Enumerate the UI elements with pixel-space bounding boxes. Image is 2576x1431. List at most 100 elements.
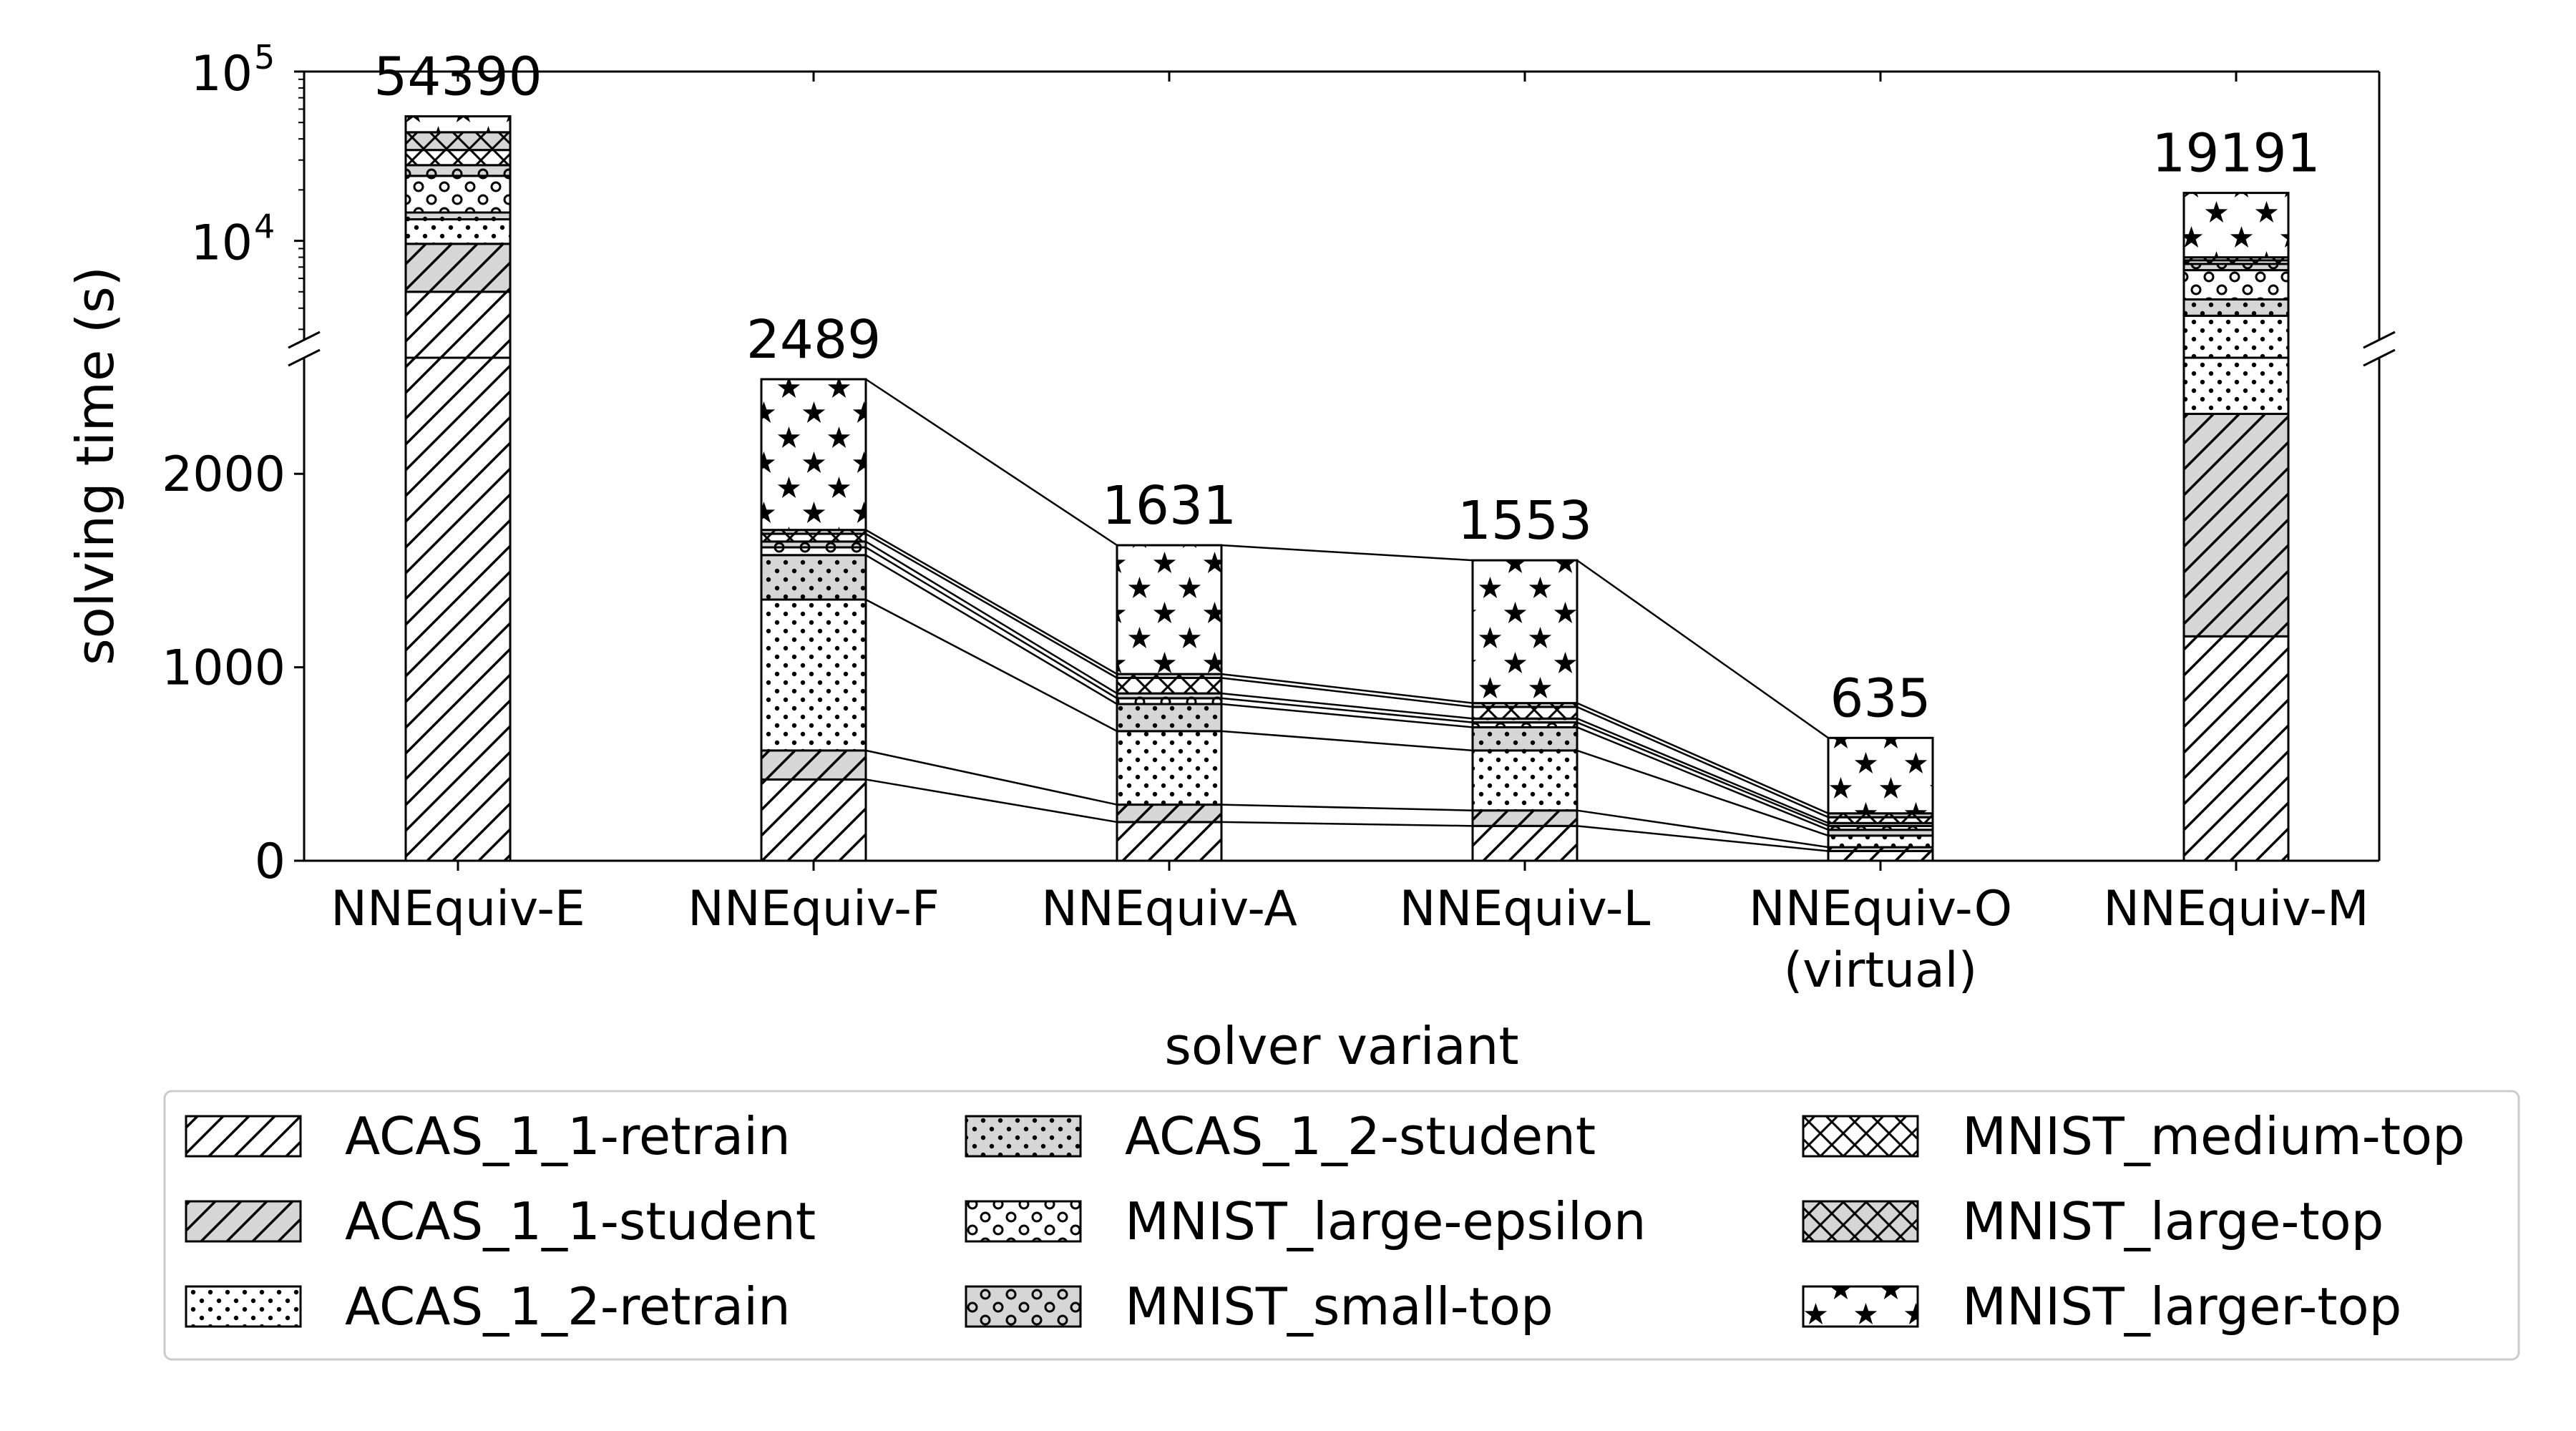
bar-total-label: 2489 [746,309,881,371]
stacked-bars [404,115,2290,862]
bar-segment-acas-1-1-retrain-hatch [760,778,867,862]
legend-label: MNIST_large-top [1962,1191,2384,1251]
bar-segment-acas-1-2-retrain-hatch [760,598,867,752]
legend-label: ACAS_1_2-student [1125,1106,1596,1166]
bar-segment-acas-1-2-retrain-hatch [2182,356,2290,415]
x-tick-label: NNEquiv-A [1041,881,1297,937]
bar-segment-acas-1-1-student-hatch [760,749,867,781]
bar-segment-acas-1-1-retrain-hatch [1827,849,1934,862]
bar-total-label: 1553 [1458,490,1592,552]
connector-line [1221,821,1473,827]
legend-swatch-mnist-medium-top-hatch [1802,1115,1919,1158]
connector-line [1221,677,1473,708]
bar-segment-acas-1-1-retrain-hatch [2182,635,2290,862]
bar-segment-acas-1-2-retrain-hatch [1827,834,1934,849]
legend-swatch-acas-1-1-student-hatch [185,1200,302,1243]
y-tick-label: 1000 [162,640,286,697]
axis-break-mark [288,348,321,367]
connector-line [1576,718,1829,824]
y-tick-exponent: 4 [254,207,275,246]
legend-label: MNIST_larger-top [1962,1276,2401,1337]
y-tick-label: 0 [255,834,286,890]
legend-box [163,1090,2520,1361]
bar-segment-acas-1-2-retrain-hatch [1116,730,1223,806]
bar-segment-acas-1-1-student-hatch [404,243,512,293]
legend-swatch-mnist-large-top-hatch [1802,1200,1919,1243]
axis-break-mark [2363,348,2396,367]
bar-segment-mnist-large-top-hatch [404,131,512,152]
legend: ACAS_1_1-retrainACAS_1_1-studentACAS_1_2… [163,1090,2520,1361]
legend-label: MNIST_large-epsilon [1125,1191,1646,1251]
bar-segment-mnist-large-epsilon-hatch [760,546,867,557]
legend-label: ACAS_1_2-retrain [345,1276,791,1337]
connector-line [865,532,1118,679]
connector-line [1576,705,1829,819]
bar-segment-acas-1-1-retrain-hatch [1116,821,1223,862]
y-tick-label: 10 [190,46,253,102]
legend-swatch-acas-1-1-retrain-hatch [185,1115,302,1158]
y-tick-exponent: 5 [254,38,275,77]
legend-swatch-mnist-large-epsilon-hatch [965,1200,1082,1243]
connector-line [1576,560,1829,739]
bar-segment-acas-1-1-student-hatch [2182,412,2290,638]
bar-total-label: 54390 [374,47,542,108]
bar-segment-acas-1-2-retrain-hatch [2182,314,2290,359]
legend-swatch-mnist-larger-top-hatch [1802,1285,1919,1328]
x-tick-label: NNEquiv-L [1400,881,1651,937]
connector-line [1221,692,1473,720]
axis-break-mark [288,331,321,349]
y-tick-label: 10 [190,215,253,272]
connector-line [865,546,1118,699]
connector-line [1576,825,1829,852]
y-axis-label: solving time (s) [65,266,125,665]
bar-segment-acas-1-1-retrain-hatch [404,290,512,359]
bar-segment-mnist-larger-top-hatch [404,115,512,134]
connector-line [1221,730,1473,752]
legend-label: ACAS_1_1-student [345,1191,816,1251]
connector-line [865,749,1118,806]
legend-swatch-acas-1-2-student-hatch [965,1115,1082,1158]
x-axis-label: solver variant [1164,1016,1518,1076]
connector-line [865,554,1118,705]
bar-segment-acas-1-2-student-hatch [760,554,867,601]
bar-segment-acas-1-1-student-hatch [1116,804,1223,824]
bar-segment-mnist-large-epsilon-hatch [2182,269,2290,301]
bar-segment-acas-1-1-student-hatch [1471,809,1579,827]
bar-segment-acas-1-1-retrain-hatch [1471,824,1579,862]
bar-segment-acas-1-1-retrain-hatch [404,356,512,862]
bar-segment-mnist-large-epsilon-hatch [404,175,512,214]
bar-segment-mnist-larger-top-hatch [2182,192,2290,259]
x-tick-label: NNEquiv-M [2103,881,2368,937]
connector-line [865,778,1118,824]
x-tick-label: (virtual) [1784,942,1977,999]
x-tick-label: NNEquiv-E [331,881,585,937]
bar-segment-mnist-medium-top-hatch [404,149,512,167]
legend-swatch-acas-1-2-retrain-hatch [185,1285,302,1328]
legend-label: MNIST_medium-top [1962,1106,2465,1166]
connector-line [865,598,1118,732]
connector-line [1576,702,1829,814]
bar-segment-acas-1-2-retrain-hatch [404,218,512,245]
bar-total-label: 635 [1830,668,1931,729]
bar-segment-acas-1-2-student-hatch [1116,703,1223,733]
legend-swatch-mnist-small-top-hatch [965,1285,1082,1328]
bar-segment-mnist-larger-top-hatch [1116,544,1223,675]
connector-line [865,529,1118,675]
bar-total-label: 1631 [1102,475,1236,537]
x-tick-label: NNEquiv-F [688,881,940,937]
connector-line [865,540,1118,695]
bar-segment-mnist-larger-top-hatch [1827,736,1934,815]
bar-segment-mnist-larger-top-hatch [760,378,867,532]
bar-segment-mnist-larger-top-hatch [1471,559,1579,705]
connector-line [1576,721,1829,827]
connector-line [1576,749,1829,837]
bar-segment-acas-1-2-student-hatch [2182,298,2290,317]
connector-line [1221,673,1473,704]
y-tick-label: 2000 [162,446,286,503]
legend-label: ACAS_1_1-retrain [345,1106,791,1166]
connector-line [865,378,1118,547]
legend-label: MNIST_small-top [1125,1276,1553,1337]
bar-segment-mnist-medium-top-hatch [1471,705,1579,720]
connector-line [1221,804,1473,811]
